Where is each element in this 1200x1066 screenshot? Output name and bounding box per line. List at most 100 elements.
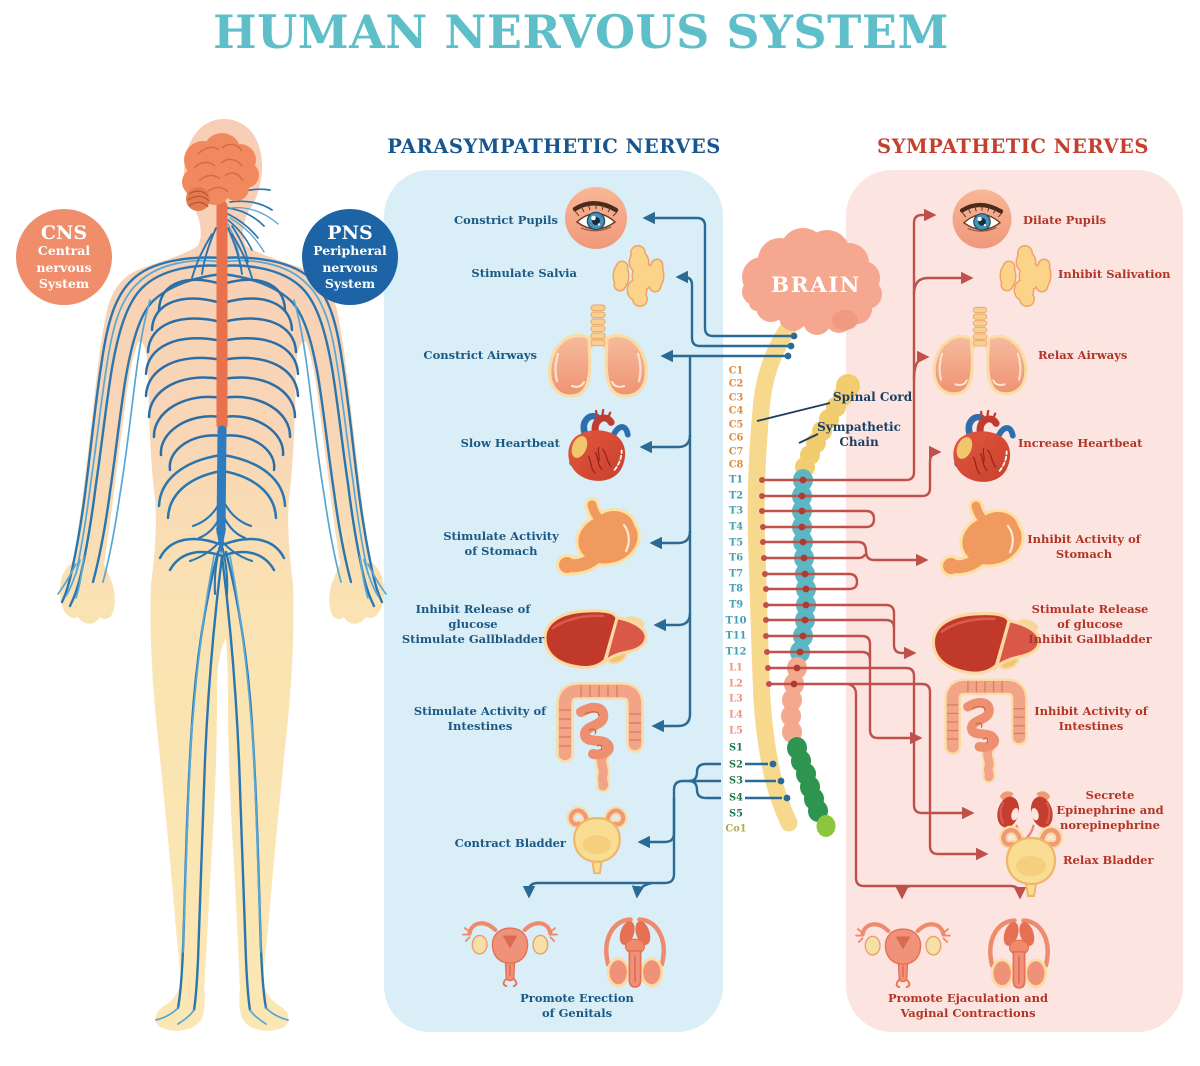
spine-level-C8: C8 [728,459,744,471]
sym-label-liver-line2: of glucose [1057,617,1123,632]
spine-level-T8: T8 [728,583,744,595]
para-label-salivary-glands-line1: Stimulate Salvia [471,266,577,280]
spine-level-T6: T6 [728,552,744,564]
spine-level-L5: L5 [729,725,743,737]
sym-label-lungs: Relax Airways [1038,348,1127,363]
spine-cord-blue [216,425,227,537]
sym-label-liver-line1: Stimulate Release [1031,602,1149,616]
para-label-bladder: Contract Bladder [455,836,566,851]
para-label-genitals-line2: of Genitals [541,1006,613,1021]
sym-label-kidneys-line3: norepinephrine [1059,818,1160,833]
spinal-cord-pointer [756,402,831,422]
chain-sacral [787,737,828,822]
spine-level-T11: T11 [725,630,747,642]
spine-level-C5: C5 [728,419,744,431]
para-label-stomach-line2: of Stomach [464,544,538,559]
sympathetic-chain-line1: Sympathetic [817,420,901,434]
spine-level-T3: T3 [728,505,744,517]
spine-level-Co1: Co1 [725,823,747,835]
sym-label-genitals-line1: Promote Ejaculation and [888,991,1048,1005]
spine-level-T10: T10 [725,615,747,627]
para-label-intestines-line1: Stimulate Activity of [413,704,547,718]
parasympathetic-heading: PARASYMPATHETIC NERVES [387,135,721,158]
parasympathetic-dots [769,332,798,802]
sym-label-intestines-line1: Inhibit Activity of [1034,704,1148,718]
spine-level-S2: S2 [729,759,743,771]
spine-level-L2: L2 [729,678,743,690]
chain-coccygeal [816,815,836,837]
sym-label-lungs-line1: Relax Airways [1038,348,1128,362]
pns-line1: Peripheral [313,243,387,258]
sympathetic-chain-line2: Chain [839,435,879,449]
para-label-heart: Slow Heartbeat [461,436,560,451]
para-label-liver-line1: Inhibit Release of [415,602,531,616]
pns-line2: nervous [322,259,378,275]
body-brain [182,133,259,211]
sympathetic-panel [846,170,1183,1032]
chain-pointer [798,433,819,444]
para-label-genitals-line1: Promote Erection [520,991,634,1005]
para-label-intestines-line2: Intestines [447,719,513,734]
sym-label-stomach-line1: Inhibit Activity of [1027,532,1141,546]
sym-label-salivary-glands-line1: Inhibit Salivation [1058,267,1171,281]
cns-line3: System [38,276,90,291]
para-label-eye: Constrict Pupils [454,213,558,228]
para-label-heart-line1: Slow Heartbeat [460,436,560,450]
spine-level-C7: C7 [728,446,744,458]
body-silhouette [59,119,385,1031]
chain-upper [795,374,860,477]
sym-label-liver-line3: Inhibit Gallbladder [1028,632,1152,647]
para-label-liver-line3: Stimulate Gallbladder [401,632,545,647]
spine-level-S1: S1 [729,742,743,754]
sympathetic-dots [759,476,810,688]
spine-level-L1: L1 [729,662,743,674]
brain-illustration [742,228,882,335]
spine-level-C2: C2 [728,378,744,390]
sym-label-kidneys-line2: Epinephrine and [1056,803,1164,818]
sym-label-heart-line1: Increase Heartbeat [1018,436,1143,450]
sym-label-genitals-line2: Vaginal Contractions [900,1006,1036,1021]
parasympathetic-panel [384,170,723,1032]
pns-abbr: PNS [327,222,373,244]
spine-level-T5: T5 [728,537,744,549]
brain-label: BRAIN [771,273,861,298]
para-label-liver-line2: glucose [448,617,498,632]
sympathetic-chain-label: Sympathetic Chain [817,420,901,450]
sym-label-heart: Increase Heartbeat [1018,436,1143,451]
cns-abbr: CNS [40,222,88,244]
eye-icon [565,187,627,249]
para-label-lungs: Constrict Airways [423,348,537,363]
nerve-network [57,188,387,1025]
sym-label-salivary-glands: Inhibit Salivation [1058,267,1171,282]
spine-level-C6: C6 [728,432,744,444]
spine-level-S5: S5 [729,808,743,820]
spine-level-T9: T9 [728,599,744,611]
sym-label-stomach-line2: Stomach [1055,547,1113,562]
parasympathetic-wiring [522,211,794,899]
spine-level-T12: T12 [725,646,747,658]
body-cerebellum [186,187,210,211]
page-title: HUMAN NERVOUS SYSTEM [213,5,949,59]
sympathetic-heading: SYMPATHETIC NERVES [877,135,1149,158]
spine-level-L4: L4 [729,709,743,721]
sym-label-kidneys-line1: Secrete [1085,788,1135,802]
spine-level-S4: S4 [729,792,743,804]
spine-level-C4: C4 [728,405,744,417]
spine-level-T4: T4 [728,521,744,533]
spine-level-C1: C1 [728,365,744,377]
para-label-eye-line1: Constrict Pupils [454,213,558,227]
sym-label-intestines-line2: Intestines [1058,719,1124,734]
spine-level-T1: T1 [728,474,744,486]
sym-label-bladder-line1: Relax Bladder [1063,853,1154,867]
sympathetic-wiring [762,208,1027,900]
